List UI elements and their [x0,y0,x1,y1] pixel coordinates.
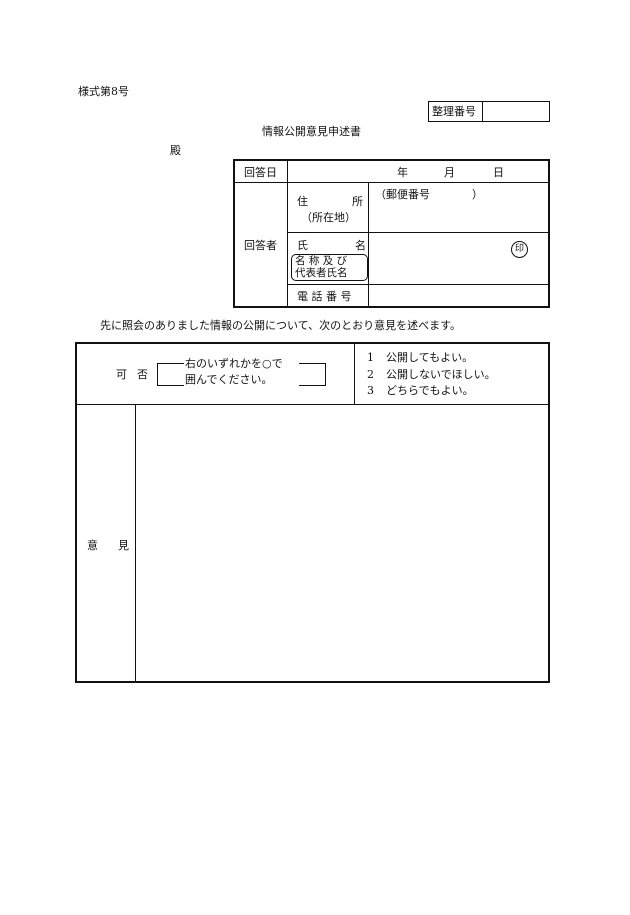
name-label-1: 氏 [297,239,308,252]
reference-number-label: 整理番号 [432,105,476,118]
address-label-2: 所 [352,195,363,208]
instruction-line2: 囲んでください。 [185,373,273,386]
option-text: 公開しないでほしい。 [386,368,496,381]
opinion-label-2: 見 [118,539,129,552]
yesno-label-2: 否 [137,368,148,381]
date-day-label: 日 [493,166,504,179]
date-year-label: 年 [397,166,408,179]
name-sub-line1: 名 称 及 び [295,255,348,267]
page-title: 情報公開意見申述書 [262,125,361,138]
name-sub-bracket [291,254,368,281]
seal-mark: 印 [511,241,528,258]
instruction-bracket-right [299,363,326,386]
answer-table: 回答日 年 月 日 回答者 住 所 （所在地） （郵便番号 ） 氏 名 名 称 … [233,159,550,308]
address-sub-label: （所在地） [301,211,356,224]
reference-number-box: 整理番号 [428,101,550,122]
instruction-bracket-left [157,363,184,386]
form-number: 様式第8号 [78,85,129,98]
addressee-suffix: 殿 [170,144,181,157]
option-text: 公開してもよい。 [386,351,474,364]
reference-number-field[interactable] [487,106,547,118]
name-sub-line2: 代表者氏名 [295,267,348,279]
phone-label: 電 話 番 号 [297,290,352,303]
postal-code-close: ） [472,188,483,201]
instruction-line1: 右のいずれかを○で [185,357,283,370]
date-month-label: 月 [444,166,455,179]
opinion-table: 可 否 右のいずれかを○で 囲んでください。 1 公開してもよい。 2 公開しないで… [75,342,550,683]
intro-text: 先に照会のありました情報の公開について、次のとおり意見を述べます。 [100,319,462,332]
name-label-2: 名 [355,239,366,252]
option-item[interactable]: 1 公開してもよい。 [367,352,473,363]
respondent-label: 回答者 [244,239,277,252]
option-text: どちらでもよい。 [386,384,474,397]
option-item[interactable]: 2 公開しないでほしい。 [367,369,496,380]
option-item[interactable]: 3 どちらでもよい。 [367,385,474,396]
opinion-text-area[interactable] [139,408,544,676]
option-number: 2 [367,368,374,381]
opinion-label-1: 意 [87,539,98,552]
answer-date-label: 回答日 [244,166,277,179]
option-number: 3 [367,384,374,397]
yesno-label-1: 可 [116,368,127,381]
option-number: 1 [367,351,374,364]
address-label-1: 住 [297,195,308,208]
postal-code-label: （郵便番号 [375,188,430,201]
